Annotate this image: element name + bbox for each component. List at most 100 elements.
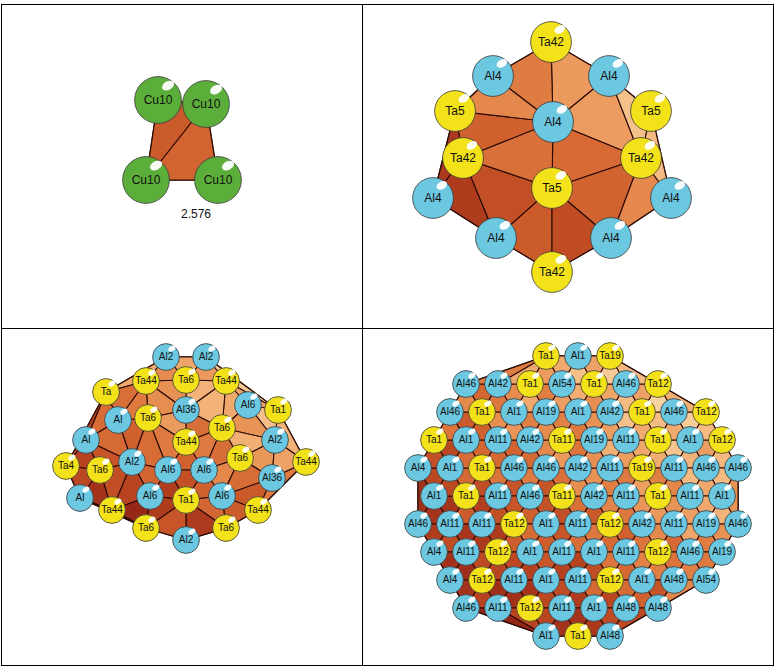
atom-label: Al2 <box>199 352 213 362</box>
atom-label: Ta42 <box>450 152 476 164</box>
atom-ball <box>581 483 608 510</box>
atom-ball <box>629 567 656 594</box>
atom-circle: Al36 <box>258 464 286 492</box>
atom-label: Al46 <box>696 463 716 473</box>
atom-circle: Al46 <box>724 454 752 482</box>
atom-label: Ta1 <box>426 435 442 445</box>
atom-label: Al1 <box>539 631 553 641</box>
atom-circle: Al <box>72 426 100 454</box>
atom-label: Al2 <box>179 535 193 545</box>
atom-circle: Ta42 <box>620 137 662 179</box>
atom-circle: Al4 <box>412 177 454 219</box>
atom-ball <box>661 399 688 426</box>
atom-ball <box>597 455 624 482</box>
atom-circle: Ta1 <box>516 370 544 398</box>
atom-label: Al19 <box>584 435 604 445</box>
polyhedron <box>418 356 738 636</box>
atom-ball <box>725 511 752 538</box>
atom-circle: Cu10 <box>194 156 242 204</box>
atom-ball <box>581 539 608 566</box>
atom-ball <box>517 427 544 454</box>
atom-ball <box>645 371 672 398</box>
atom-ball <box>589 56 630 97</box>
atom-label: Al48 <box>648 603 668 613</box>
atom-circle: Al42 <box>580 482 608 510</box>
atom-circle: Al11 <box>500 566 528 594</box>
atom-ball <box>709 427 736 454</box>
atom-label: Ta12 <box>647 547 669 557</box>
atom-circle: Al19 <box>692 510 720 538</box>
atom-circle: Al11 <box>660 510 688 538</box>
atom-circle: Ta44 <box>132 367 160 395</box>
atom-highlight <box>613 219 627 231</box>
atom-circle: Al11 <box>676 482 704 510</box>
atom-ball <box>413 178 454 219</box>
atom-label: Al11 <box>568 575 587 585</box>
atom-label: Cu10 <box>204 174 233 186</box>
atom-circle: Ta44 <box>212 367 240 395</box>
atom-ball <box>693 455 720 482</box>
atom-circle: Ta1 <box>580 370 608 398</box>
atom-ball <box>532 168 573 209</box>
atom-ball <box>581 427 608 454</box>
atom-label: Al1 <box>683 435 697 445</box>
atom-ball <box>565 343 592 370</box>
atom-label: Cu10 <box>192 98 221 110</box>
atom-circle: Ta1 <box>532 342 560 370</box>
atom-label: Al1 <box>587 547 601 557</box>
atom-circle: Al19 <box>580 426 608 454</box>
atom-circle: Al11 <box>484 426 512 454</box>
atom-label: Ta1 <box>538 351 554 361</box>
atom-circle: Al6 <box>234 391 262 419</box>
atom-label: Ta11 <box>552 435 573 445</box>
atom-label: Al42 <box>520 435 540 445</box>
atom-ball <box>645 539 672 566</box>
atom-label: Ta <box>101 387 112 397</box>
atom-circle: Al4 <box>650 177 692 219</box>
atom-ball <box>709 539 736 566</box>
atom-ball <box>549 371 576 398</box>
atom-ball <box>533 567 560 594</box>
atom-label: Al11 <box>488 603 507 613</box>
atom-label: Ta11 <box>552 491 573 501</box>
atom-circle: Cu10 <box>182 80 230 128</box>
atom-label: Ta44 <box>247 505 269 515</box>
atom-circle: Al42 <box>564 454 592 482</box>
atom-ball <box>533 511 560 538</box>
atom-circle: Al46 <box>452 370 480 398</box>
atom-label: Al19 <box>712 547 732 557</box>
atom-label: Al6 <box>241 400 255 410</box>
atom-circle: Ta12 <box>516 594 544 622</box>
atom-ball <box>421 539 448 566</box>
atom-circle: Ta1 <box>420 426 448 454</box>
atom-circle: Ta6 <box>212 514 240 542</box>
atom-ball <box>435 91 476 132</box>
atom-circle: Al19 <box>708 538 736 566</box>
atom-ball <box>119 449 146 476</box>
atom-circle: Ta12 <box>468 566 496 594</box>
polyhedron <box>66 357 306 540</box>
atom-circle: Al2 <box>118 448 146 476</box>
atom-label: Al11 <box>616 491 635 501</box>
atom-circle: Al46 <box>500 454 528 482</box>
atom-label: Ta19 <box>631 463 653 473</box>
atom-circle: Al1 <box>532 622 560 650</box>
atom-ball <box>453 539 480 566</box>
atom-circle: Ta44 <box>244 496 272 524</box>
atom-label: Ta5 <box>445 105 464 117</box>
atom-ball <box>597 623 624 650</box>
atom-ball <box>227 445 254 472</box>
atom-circle: Al1 <box>452 426 480 454</box>
atom-ball <box>469 455 496 482</box>
atom-label: Ta6 <box>232 453 248 463</box>
atom-ball <box>661 511 688 538</box>
atom-circle: Al4 <box>475 217 517 259</box>
atom-label: Al46 <box>504 463 524 473</box>
atom-label: Al1 <box>443 463 457 473</box>
atom-circle: Ta44 <box>172 428 200 456</box>
atom-highlight <box>498 219 512 231</box>
atom-ball <box>549 483 576 510</box>
atom-circle: Al1 <box>564 398 592 426</box>
atom-ball <box>565 511 592 538</box>
atom-ball <box>629 455 656 482</box>
